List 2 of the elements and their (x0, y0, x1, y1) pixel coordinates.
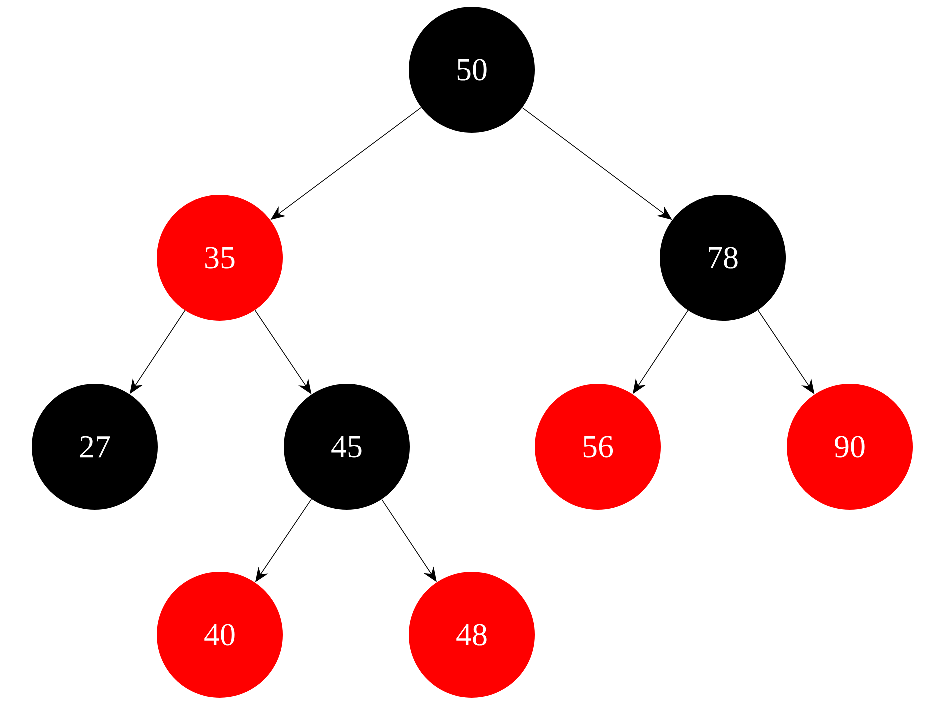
arrow (758, 310, 815, 394)
arrow (254, 310, 312, 394)
